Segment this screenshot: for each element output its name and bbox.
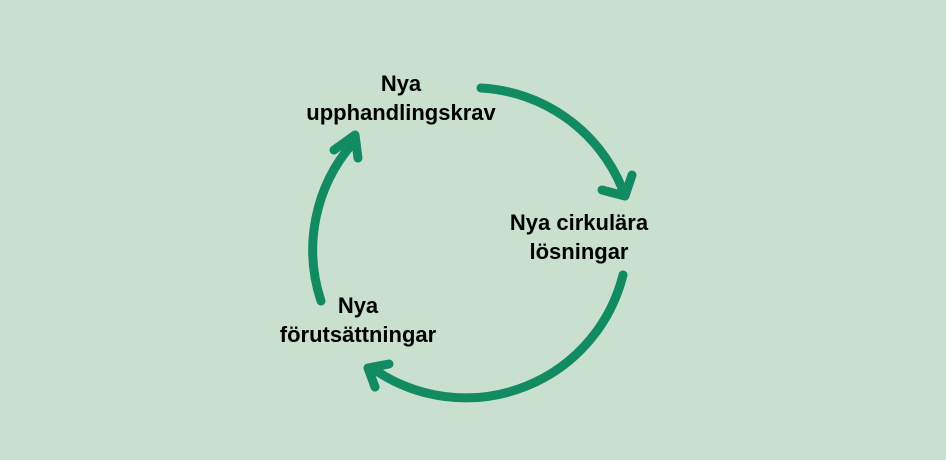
node-label-upphandlingskrav: Nya upphandlingskrav: [292, 69, 510, 127]
node-label-line: Nya: [337, 293, 379, 318]
node-label-line: Nya cirkulära: [509, 210, 649, 235]
arrow-left-to-top: [308, 130, 363, 306]
node-label-cirkulara-losningar: Nya cirkulära lösningar: [490, 208, 668, 266]
node-label-forutsattningar: Nya förutsättningar: [260, 291, 456, 349]
node-label-line: Nya: [380, 71, 422, 96]
arrow-right-to-left: [363, 270, 628, 403]
node-label-line: upphandlingskrav: [306, 100, 496, 125]
node-label-line: lösningar: [529, 239, 629, 264]
arrow-top-to-right: [476, 83, 637, 201]
node-label-line: förutsättningar: [279, 322, 437, 347]
